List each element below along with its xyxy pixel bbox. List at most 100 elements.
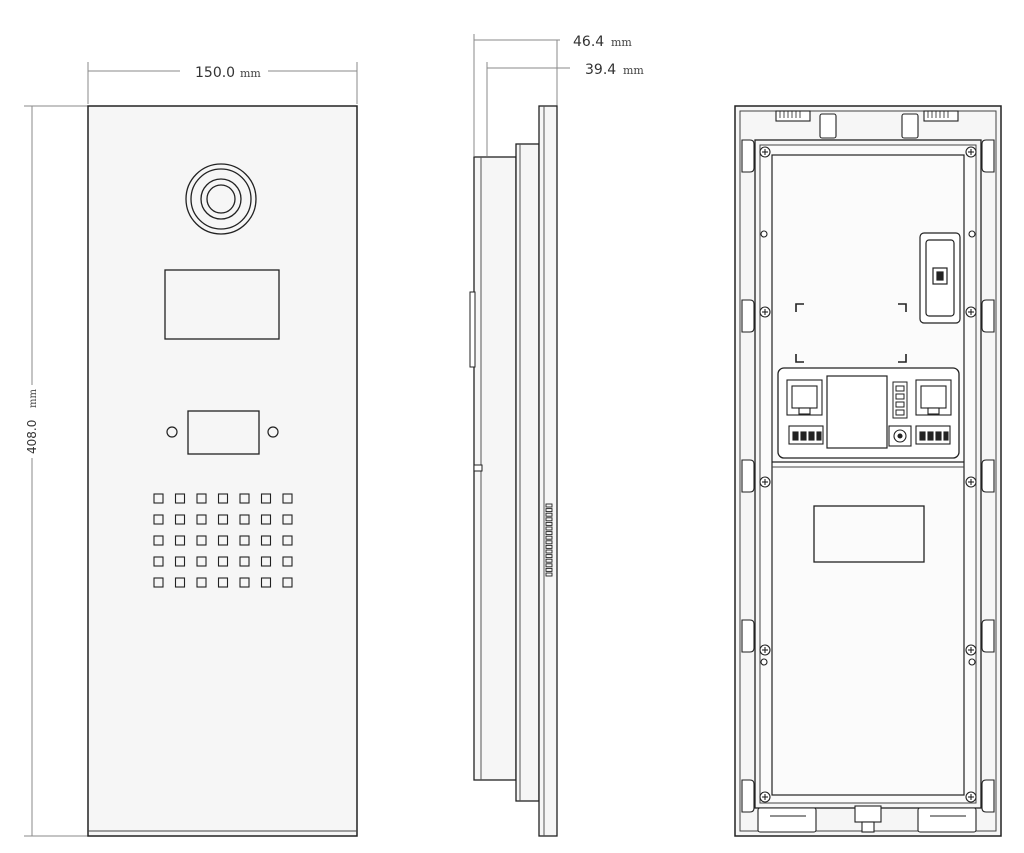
left-led-icon <box>166 426 178 438</box>
grille-hole <box>282 556 293 567</box>
vent-slot <box>545 535 553 540</box>
dc-power-jack-icon <box>888 425 912 447</box>
depth-body-unit: mm <box>623 64 644 77</box>
depth-total-unit: mm <box>611 36 632 49</box>
side-clip <box>981 299 995 333</box>
vent-slot <box>545 558 553 563</box>
module-label-area <box>826 375 888 449</box>
rear-view <box>734 105 1002 837</box>
width-dimension <box>87 62 358 104</box>
side-vent-slots <box>545 503 553 577</box>
grille-hole <box>217 556 229 567</box>
side-clip <box>981 779 995 813</box>
grille-hole <box>217 577 229 588</box>
grille-hole <box>260 556 272 567</box>
grille-hole <box>260 493 272 504</box>
grille-hole <box>153 514 164 525</box>
grille-hole <box>239 514 250 525</box>
side-clip <box>981 619 995 653</box>
camera-lens-icon <box>185 163 257 235</box>
grille-hole <box>282 493 293 504</box>
front-view: 150.0 mm 408.0 mm <box>24 62 358 837</box>
vent-slot <box>545 531 553 536</box>
grille-hole <box>196 535 207 546</box>
grille-hole <box>153 577 164 588</box>
vent-slot <box>545 521 553 526</box>
mounting-clips <box>741 139 995 813</box>
vent-slot <box>545 517 553 522</box>
side-clip <box>741 299 755 333</box>
width-unit: mm <box>240 67 261 80</box>
vent-slot <box>545 540 553 545</box>
mounting-screws <box>759 146 977 803</box>
vent-slot <box>545 544 553 549</box>
vent-slot <box>545 508 553 513</box>
grille-hole <box>239 577 250 588</box>
terminal-block-icon <box>915 425 951 445</box>
grille-hole <box>260 514 272 525</box>
grille-hole <box>239 556 250 567</box>
side-clip <box>981 459 995 493</box>
grille-hole <box>282 514 293 525</box>
side-clip <box>741 619 755 653</box>
reader-window <box>187 410 260 455</box>
rear-inner-cavity <box>771 154 965 796</box>
grille-hole <box>153 535 164 546</box>
vent-slot <box>545 526 553 531</box>
grille-hole <box>239 535 250 546</box>
side-clip <box>981 139 995 173</box>
depth-dimension <box>473 34 570 156</box>
vent-slot <box>545 563 553 568</box>
side-clip <box>741 779 755 813</box>
ethernet-port-icon <box>786 379 823 416</box>
grille-hole <box>282 535 293 546</box>
grille-hole <box>174 535 186 546</box>
grille-hole <box>174 514 186 525</box>
rear-label-window <box>813 505 925 563</box>
vent-slot <box>545 572 553 577</box>
grille-hole <box>260 535 272 546</box>
width-value: 150.0 <box>195 65 235 81</box>
label-corner-marks <box>795 303 907 363</box>
display-window <box>164 269 280 340</box>
vent-slot <box>545 503 553 508</box>
grille-hole <box>196 493 207 504</box>
side-clip <box>741 139 755 173</box>
vent-slot <box>545 567 553 572</box>
depth-body-value: 39.4 <box>585 62 616 78</box>
screw-hole <box>968 658 976 666</box>
grille-hole <box>196 514 207 525</box>
side-flange <box>515 143 540 802</box>
grille-hole <box>239 493 250 504</box>
height-unit: mm <box>28 389 39 408</box>
height-dimension <box>24 105 88 837</box>
height-value: 408.0 <box>25 420 39 454</box>
vent-slot <box>545 512 553 517</box>
grille-hole <box>153 493 164 504</box>
speaker-grille <box>153 493 293 588</box>
side-clip <box>741 459 755 493</box>
side-view: 46.4 mm 39.4 mm <box>469 34 644 837</box>
vent-slot <box>545 554 553 559</box>
grille-hole <box>174 556 186 567</box>
grille-hole <box>174 493 186 504</box>
screw-hole <box>760 230 768 238</box>
ethernet-port-icon <box>915 379 952 416</box>
grille-hole <box>217 493 229 504</box>
grille-hole <box>260 577 272 588</box>
depth-total-value: 46.4 <box>573 34 604 50</box>
grille-hole <box>174 577 186 588</box>
screw-hole <box>760 658 768 666</box>
grille-hole <box>282 577 293 588</box>
side-front-plate <box>538 105 558 837</box>
grille-hole <box>196 556 207 567</box>
grille-hole <box>217 535 229 546</box>
screw-hole <box>968 230 976 238</box>
right-led-icon <box>267 426 279 438</box>
status-leds <box>892 381 908 419</box>
vent-slot <box>545 549 553 554</box>
dip-switch-icon <box>919 232 961 324</box>
grille-hole <box>217 514 229 525</box>
grille-hole <box>196 577 207 588</box>
